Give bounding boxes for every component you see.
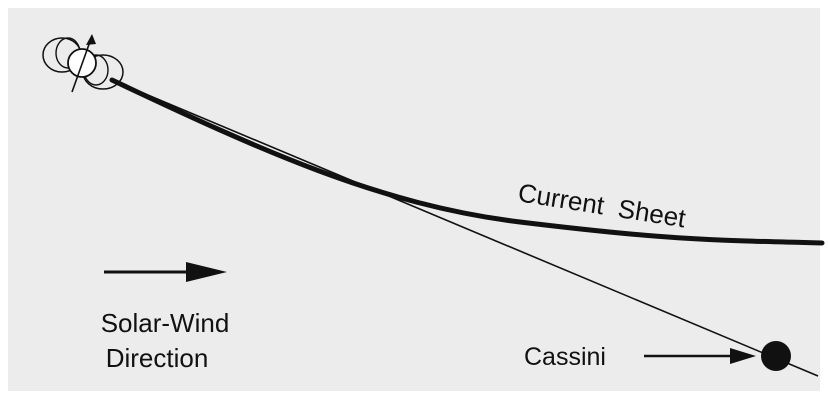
cassini-arrow-icon [644, 348, 756, 364]
magnetic-axis [71, 35, 93, 93]
filled-circle-marker-icon [761, 341, 791, 371]
cassini-arrow-head [730, 348, 756, 364]
solar-wind-label-line2: Direction [106, 343, 209, 373]
arrow-right-icon [104, 262, 227, 282]
magnetic-axis-arrowhead-icon [86, 34, 96, 45]
solar-wind-arrow-head [186, 262, 227, 282]
planet-icon [42, 34, 124, 93]
current-sheet-curve [109, 77, 825, 246]
cassini-label: Cassini [524, 343, 606, 371]
line-of-sight-line [111, 79, 819, 377]
solar-wind-label-line1: Solar-Wind [101, 308, 230, 338]
